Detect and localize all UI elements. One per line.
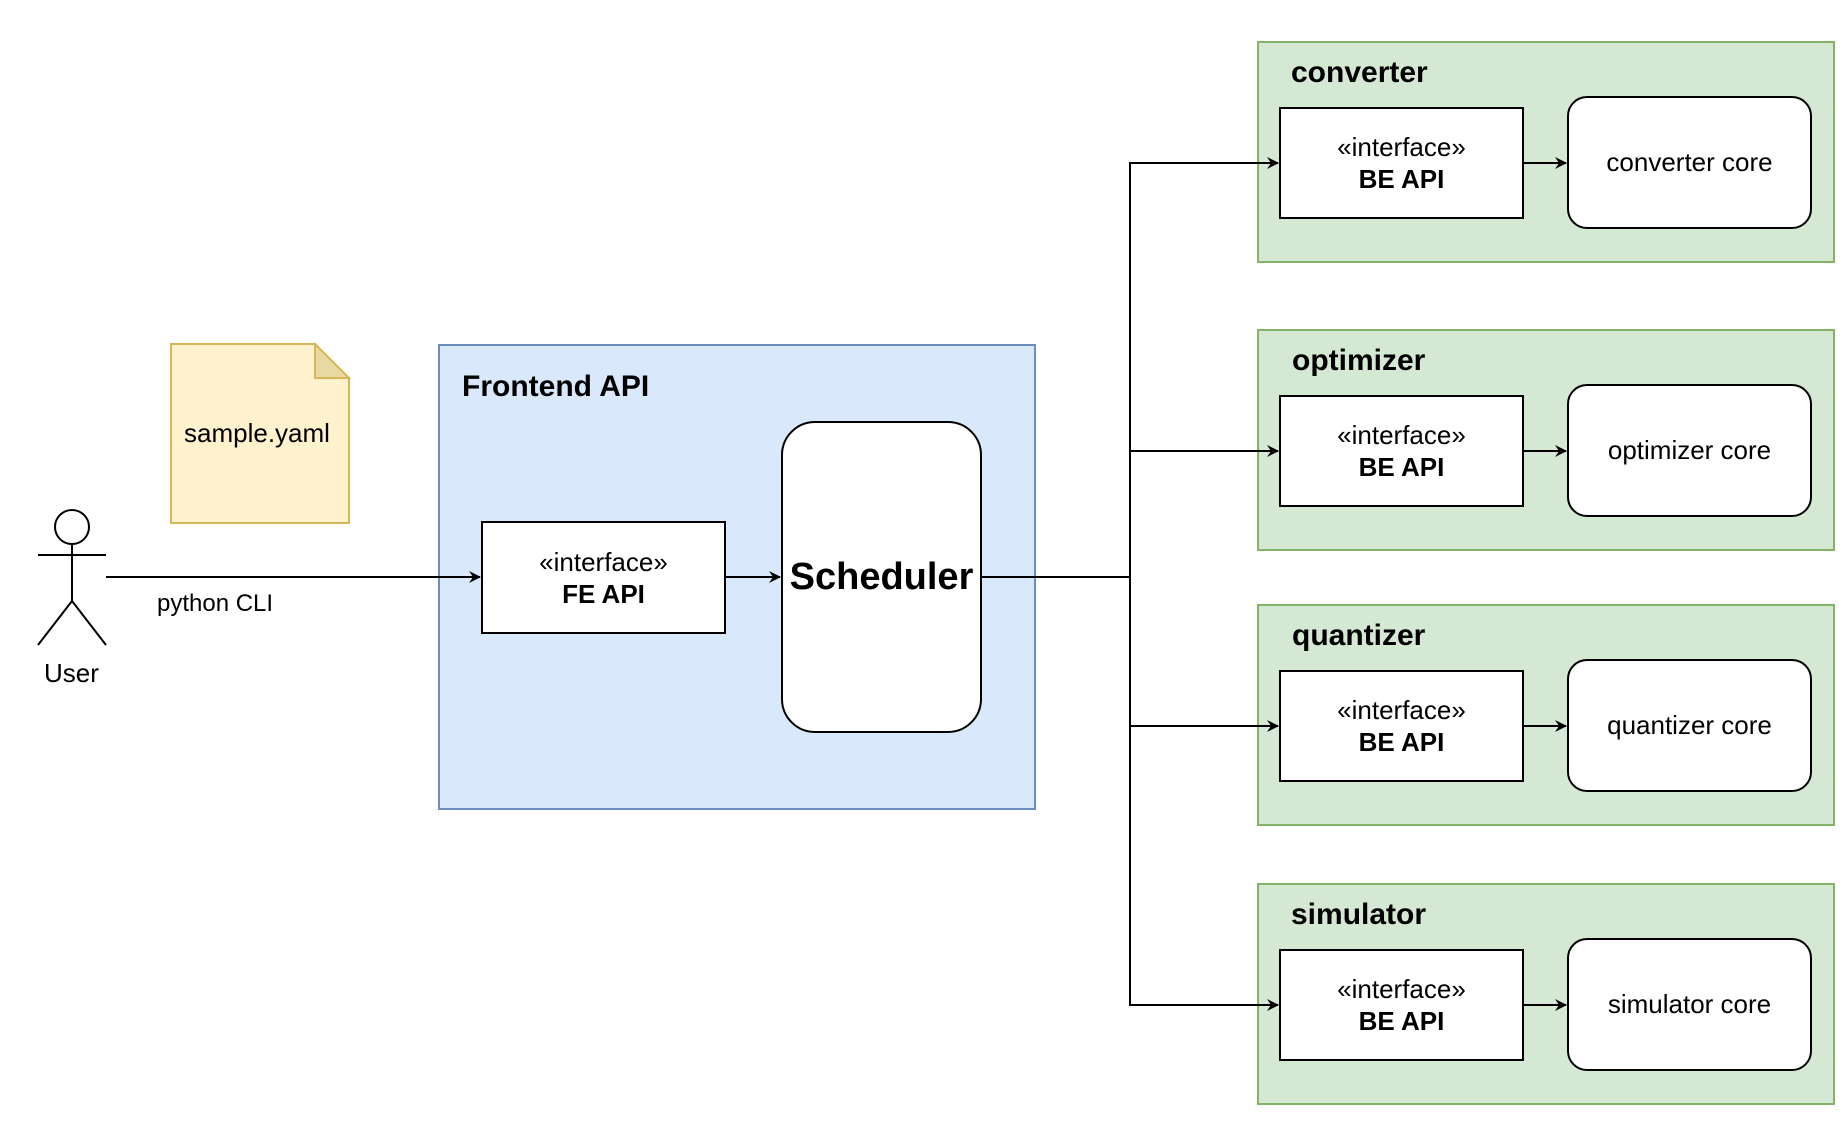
be-api-stereotype: «interface» [1337, 974, 1466, 1004]
backend-title-simulator: simulator [1291, 898, 1427, 931]
note-icon [170, 341, 352, 524]
backend-title-quantizer: quantizer [1292, 619, 1426, 652]
core-simulator: simulator core [1567, 938, 1812, 1071]
be-api-stereotype: «interface» [1337, 132, 1466, 162]
core-label-quantizer: quantizer core [1607, 710, 1772, 740]
be-api-interface-converter: «interface» BE API [1279, 107, 1524, 219]
core-label-converter: converter core [1606, 147, 1773, 177]
fe-api-stereotype: «interface» [539, 546, 668, 577]
be-api-name: BE API [1358, 727, 1445, 757]
user-actor-icon [37, 509, 107, 646]
fe-api-interface: «interface» FE API [481, 521, 726, 634]
core-optimizer: optimizer core [1567, 384, 1812, 517]
fe-api-name: FE API [562, 578, 645, 609]
be-api-interface-optimizer: «interface» BE API [1279, 395, 1524, 507]
note-label: sample.yaml [184, 418, 330, 448]
edge-label-python-cli: python CLI [157, 590, 274, 617]
be-api-stereotype: «interface» [1337, 695, 1466, 725]
be-api-name: BE API [1358, 164, 1445, 194]
frontend-api-title: Frontend API [462, 370, 650, 403]
scheduler-box: Scheduler [781, 421, 982, 733]
be-api-stereotype: «interface» [1337, 420, 1466, 450]
be-api-interface-simulator: «interface» BE API [1279, 949, 1524, 1061]
backend-title-optimizer: optimizer [1292, 344, 1426, 377]
user-label: User [44, 658, 99, 688]
backend-title-converter: converter [1291, 56, 1428, 89]
scheduler-label: Scheduler [789, 555, 974, 598]
be-api-name: BE API [1358, 452, 1445, 482]
core-label-simulator: simulator core [1607, 989, 1772, 1019]
be-api-name: BE API [1358, 1006, 1445, 1036]
core-quantizer: quantizer core [1567, 659, 1812, 792]
core-label-optimizer: optimizer core [1607, 435, 1772, 465]
be-api-interface-quantizer: «interface» BE API [1279, 670, 1524, 782]
core-converter: converter core [1567, 96, 1812, 229]
